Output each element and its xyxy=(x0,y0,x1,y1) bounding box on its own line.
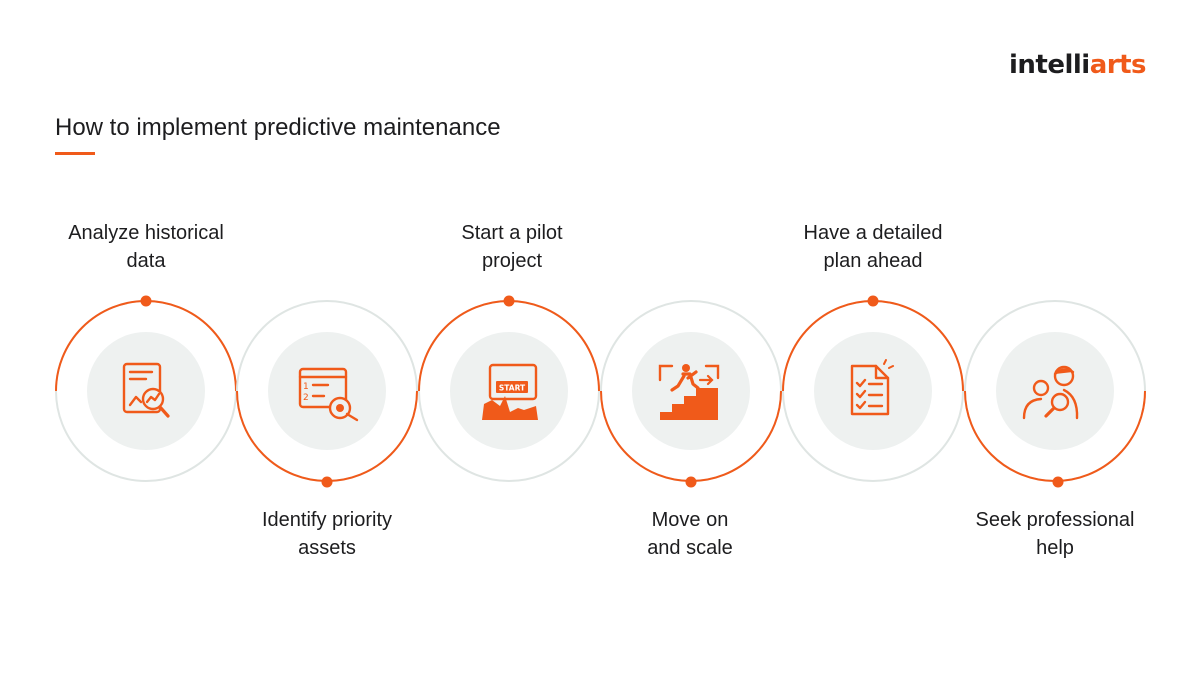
brand-logo: intelliarts xyxy=(1008,50,1147,80)
step-1-label: Analyze historical data xyxy=(46,219,246,275)
step-6-label-line-1: Seek professional xyxy=(975,509,1135,531)
step-3-dot xyxy=(503,295,515,307)
step-6-dot xyxy=(1052,476,1064,488)
step-4-label-line-1: Move on xyxy=(651,509,729,531)
step-3-label-line-1: Start a pilot xyxy=(461,222,563,244)
step-4-label: Move on and scale xyxy=(590,506,790,562)
step-6-label: Seek professional help xyxy=(955,506,1155,562)
step-1-label-line-2: data xyxy=(126,250,166,272)
step-2-icon-bg xyxy=(268,332,386,450)
start-button-icon xyxy=(482,363,538,420)
step-3-label: Start a pilot project xyxy=(412,219,612,275)
step-6-icon-bg xyxy=(996,332,1114,450)
step-4 xyxy=(600,300,782,488)
step-5-dot xyxy=(867,295,879,307)
target-list-icon xyxy=(298,367,359,422)
step-3-label-line-2: project xyxy=(481,250,543,272)
checklist-icon xyxy=(850,359,894,416)
logo-text-main: intelli xyxy=(1008,50,1090,80)
step-4-dot xyxy=(685,476,697,488)
step-1-label-line-1: Analyze historical xyxy=(68,222,224,244)
list-number-2: 2 xyxy=(303,393,309,403)
page-title: How to implement predictive maintenance xyxy=(55,114,501,141)
step-4-icon-bg xyxy=(632,332,750,450)
logo-text-accent: arts xyxy=(1089,50,1147,80)
step-6-label-line-2: help xyxy=(1036,537,1074,559)
step-5 xyxy=(782,295,964,482)
step-2-dot xyxy=(321,476,333,488)
step-2: 1 2 xyxy=(236,300,418,488)
step-5-label-line-2: plan ahead xyxy=(823,250,923,272)
step-5-label: Have a detailed plan ahead xyxy=(773,219,973,275)
step-4-label-line-2: and scale xyxy=(647,537,733,559)
climbing-stairs-icon xyxy=(658,364,720,420)
step-6 xyxy=(964,300,1146,488)
step-5-icon-bg xyxy=(814,332,932,450)
step-3: START xyxy=(418,295,600,482)
step-1-dot xyxy=(140,295,152,307)
analytics-search-icon xyxy=(122,362,170,418)
start-label: START xyxy=(499,384,526,393)
step-2-label-line-2: assets xyxy=(298,537,356,559)
list-number-1: 1 xyxy=(303,382,309,392)
expert-search-icon xyxy=(1022,365,1079,420)
step-5-label-line-1: Have a detailed xyxy=(803,222,943,244)
step-2-label-line-1: Identify priority xyxy=(261,509,393,531)
step-2-label: Identify priority assets xyxy=(227,506,427,562)
title-underline xyxy=(55,152,95,155)
step-1 xyxy=(55,295,237,482)
